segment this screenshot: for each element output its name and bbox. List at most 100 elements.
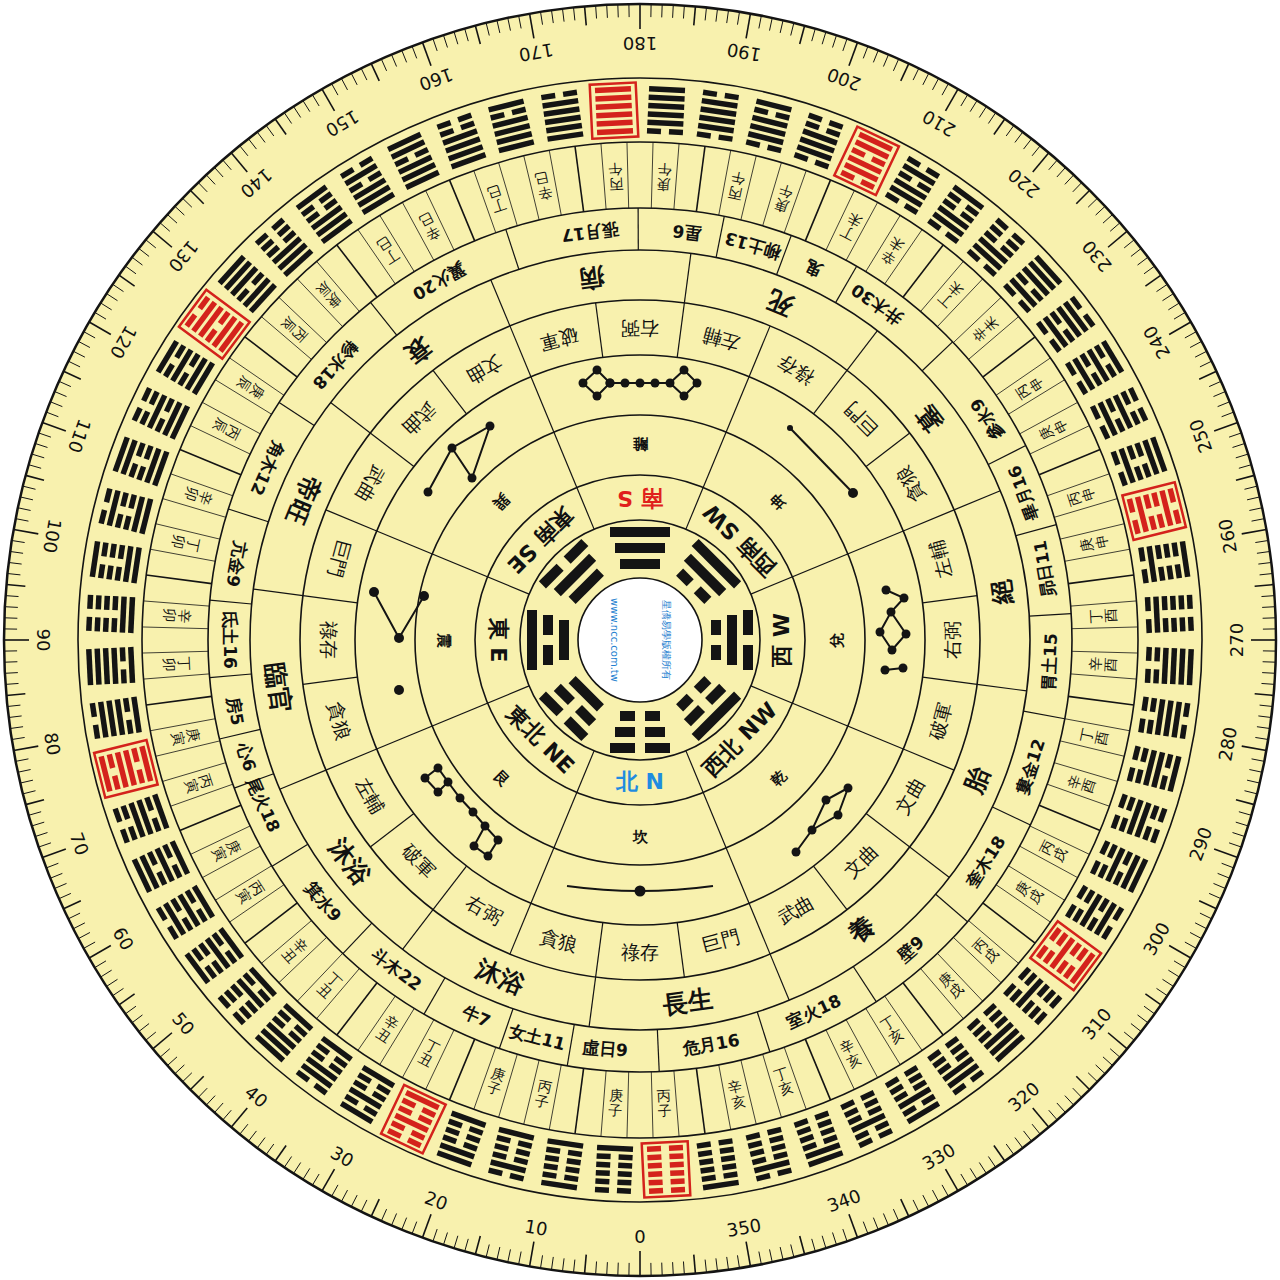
trigram-symbol	[716, 610, 748, 670]
yin-line	[369, 173, 381, 180]
star-divider	[677, 923, 684, 978]
yin-line	[1154, 647, 1160, 661]
yin-line	[1152, 698, 1154, 712]
yin-line	[1174, 543, 1176, 557]
degree-tick	[198, 182, 207, 191]
yin-line	[1089, 918, 1096, 930]
yin-line	[1036, 1013, 1045, 1023]
yin-line	[1113, 815, 1118, 828]
degree-tick	[284, 1156, 291, 1167]
stage-divider	[770, 954, 789, 1000]
degree-tick	[1033, 1108, 1049, 1127]
fenjin-label: 庚子	[608, 1089, 624, 1120]
fenjin-divider	[146, 575, 211, 584]
yin-line	[961, 213, 972, 221]
degree-number: 10	[523, 1217, 549, 1239]
yin-line	[154, 818, 159, 831]
star-dot	[651, 379, 660, 388]
yin-line	[232, 985, 241, 995]
hexagram-highlight	[381, 1085, 446, 1153]
ring-circle	[520, 520, 760, 760]
degree-tick	[1006, 1144, 1014, 1155]
yin-line	[200, 944, 208, 955]
star-name-text: 祿存	[319, 621, 338, 659]
yin-line	[703, 92, 717, 94]
hexagram-highlight	[94, 740, 158, 798]
yin-line	[207, 966, 215, 977]
yang-bar	[527, 610, 537, 670]
degree-tick	[672, 1262, 674, 1275]
yang-line	[158, 341, 177, 372]
star-dot	[808, 826, 817, 835]
yin-line	[1086, 891, 1093, 903]
fenjin-divider	[575, 146, 584, 211]
yang-line	[597, 131, 633, 133]
degree-tick	[1032, 146, 1040, 156]
degree-tick	[1218, 873, 1230, 878]
degree-tick	[475, 1236, 480, 1254]
degree-tick	[167, 1057, 177, 1066]
yang-line	[699, 117, 735, 122]
star-divider	[813, 370, 846, 414]
degree-tick	[35, 833, 47, 837]
degree-tick	[979, 1162, 986, 1173]
yin-line	[86, 617, 92, 631]
yin-line	[719, 1141, 733, 1143]
degree-tick	[1108, 231, 1127, 247]
yin-bar	[543, 615, 553, 635]
mansion-divider	[210, 600, 252, 604]
yin-line	[886, 194, 898, 201]
mansion-label: 房5	[224, 696, 246, 727]
degree-tick	[361, 68, 367, 80]
degree-tick	[18, 508, 31, 511]
yin-line	[886, 1079, 898, 1086]
degree-tick	[55, 883, 67, 888]
fenjin-divider	[549, 150, 561, 215]
star-dot	[822, 796, 831, 805]
yin-line	[815, 1113, 828, 1118]
trigram-name: 兌	[830, 633, 845, 648]
yin-line	[617, 1188, 631, 1194]
degree-tick	[683, 1261, 685, 1274]
degree-tick	[812, 1239, 816, 1251]
yin-line	[139, 467, 144, 480]
degree-tick	[119, 275, 135, 286]
mansion-divider	[210, 674, 252, 678]
star-dot	[494, 836, 503, 845]
yin-line	[1153, 669, 1159, 683]
yin-line	[895, 1093, 907, 1100]
star-dot	[448, 444, 457, 453]
degree-tick	[780, 20, 783, 33]
yin-line	[1078, 949, 1086, 960]
degree-tick	[1263, 628, 1276, 629]
yin-line	[227, 951, 235, 962]
yin-line	[1157, 545, 1159, 559]
yin-line	[649, 1188, 663, 1194]
yin-line	[1079, 382, 1086, 394]
degree-tick	[1239, 812, 1251, 816]
degree-tick	[791, 1244, 794, 1257]
star-dot	[469, 808, 478, 817]
yang-line	[101, 702, 106, 738]
hexagram	[437, 1113, 485, 1165]
degree-tick	[770, 1249, 773, 1262]
mansion-divider	[220, 729, 261, 739]
hexagram-highlight	[834, 127, 899, 195]
yin-line	[1161, 567, 1163, 581]
degree-tick	[873, 50, 878, 62]
hexagram	[1038, 297, 1093, 351]
degree-tick	[1247, 497, 1260, 500]
yang-line	[1130, 859, 1145, 892]
degree-tick	[275, 1145, 286, 1161]
degree-tick	[683, 6, 685, 19]
mansion-divider	[279, 403, 314, 426]
yin-line	[134, 748, 137, 762]
degree-tick	[5, 672, 18, 674]
yin-line	[1109, 845, 1115, 858]
yin-line	[373, 1093, 385, 1100]
yang-bar	[615, 543, 665, 553]
direction-label: 北 N	[616, 771, 664, 793]
degree-number-text: 100	[40, 518, 64, 555]
degree-tick	[746, 1242, 750, 1267]
yang-line	[597, 122, 633, 124]
